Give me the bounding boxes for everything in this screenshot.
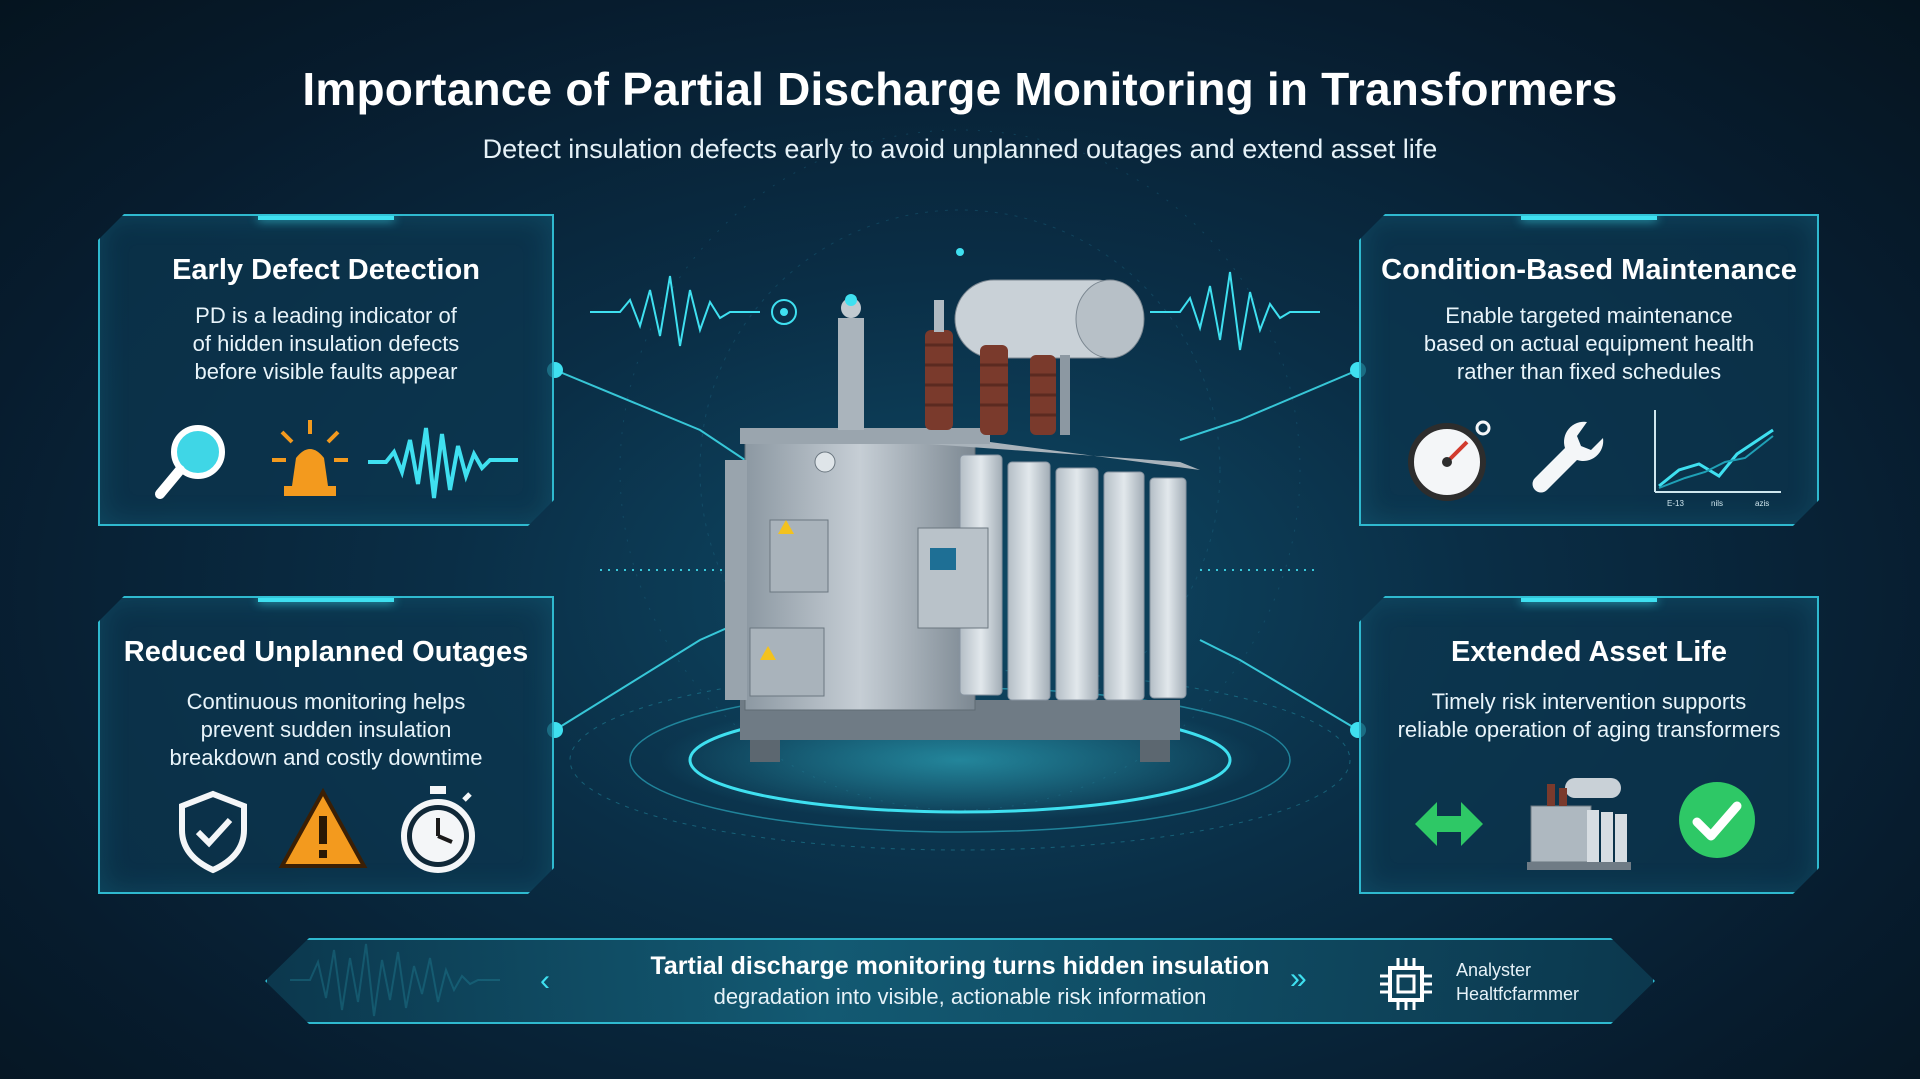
card-title: Extended Asset Life [1450,636,1728,668]
card-text-line: prevent sudden insulation [200,717,452,742]
card-text-line: based on actual equipment health [1423,331,1755,356]
bottom-banner [265,938,1655,1024]
chip-icon [1380,958,1432,1010]
stopwatch-icon [396,784,480,874]
banner-chevron-right: » [1290,962,1307,995]
banner-text-line2: degradation into visible, actionable ris… [713,984,1207,1009]
card-text-line: of hidden insulation defects [192,331,460,356]
magnifier-icon [150,416,236,502]
card-text-line: rather than fixed schedules [1456,359,1722,384]
card-title: Reduced Unplanned Outages [123,636,529,668]
banner-text-line1: Tartial discharge monitoring turns hidde… [650,952,1270,980]
check-circle-icon [1675,778,1759,862]
card-title: Early Defect Detection [172,254,480,286]
chart-tick-label: E-13 [1667,499,1684,508]
trend-chart-icon: E-13 nils azis [1645,406,1785,508]
card-text-line: Timely risk intervention supports [1431,689,1747,714]
card-text-line: PD is a leading indicator of [195,303,457,328]
waveform-right [1150,271,1320,351]
gauge-icon [1405,414,1495,504]
card-text-line: Enable targeted maintenance [1445,303,1733,328]
page-title: Importance of Partial Discharge Monitori… [302,63,1618,115]
warning-icon [278,788,368,872]
card-text-line: before visible faults appear [194,359,458,384]
card-text-line: breakdown and costly downtime [169,745,483,770]
card-extended-asset-life: Extended Asset Life Timely risk interven… [1359,596,1819,894]
card-reduced-unplanned-outages: Reduced Unplanned Outages Continuous mon… [98,596,554,894]
banner-chevron-left: ‹ [540,964,550,997]
transformer-illustration [725,279,1200,762]
waveform-left [590,275,760,347]
brand-line1: Analyster [1456,960,1532,980]
card-early-defect-detection: Early Defect Detection PD is a leading i… [98,214,554,526]
card-text-line: reliable operation of aging transformers [1397,717,1781,742]
transformer-icon [1521,766,1641,876]
waveform-icon [368,414,518,510]
card-text-line: Continuous monitoring helps [186,689,466,714]
brand-line2: Healtfcfarmmer [1456,984,1580,1004]
alarm-icon [270,416,350,502]
shield-check-icon [176,790,250,874]
card-title: Condition-Based Maintenance [1381,254,1797,286]
page-subtitle: Detect insulation defects early to avoid… [482,134,1438,164]
card-condition-based-maintenance: Condition-Based Maintenance Enable targe… [1359,214,1819,526]
wrench-icon [1525,414,1615,504]
chart-tick-label: nils [1711,499,1723,508]
chart-tick-label: azis [1755,499,1769,508]
double-arrow-icon [1411,794,1487,854]
